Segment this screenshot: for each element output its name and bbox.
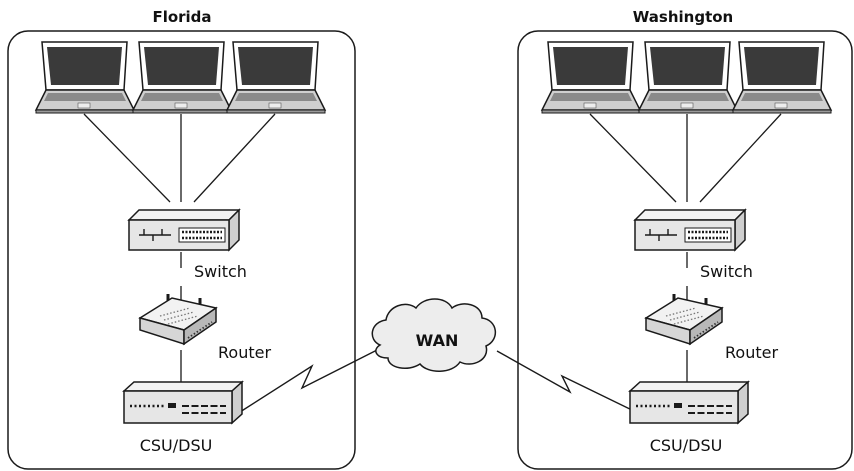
switch-icon <box>127 208 241 252</box>
laptop-icon <box>35 41 135 114</box>
switch-label-washington: Switch <box>700 262 753 281</box>
lightning-link-icon <box>239 347 382 413</box>
site-boundary-florida <box>7 30 356 470</box>
site-boundary-washington <box>517 30 853 470</box>
csu-dsu-label-florida: CSU/DSU <box>140 436 213 455</box>
site-title-washington: Washington <box>633 8 733 26</box>
cloud-icon <box>371 298 496 372</box>
laptop-icon <box>226 41 326 114</box>
router-icon <box>138 292 218 346</box>
switch-label-florida: Switch <box>194 262 247 281</box>
washington-links <box>589 113 782 382</box>
florida-links <box>83 113 276 382</box>
router-label-washington: Router <box>725 343 778 362</box>
lightning-link-icon <box>496 350 637 413</box>
wan-label: WAN <box>416 331 459 350</box>
router-icon <box>644 292 724 346</box>
csu-dsu-icon <box>628 380 750 425</box>
laptop-icon <box>541 41 641 114</box>
csu-dsu-icon <box>122 380 244 425</box>
csu-dsu-label-washington: CSU/DSU <box>650 436 723 455</box>
laptop-icon <box>132 41 232 114</box>
site-title-florida: Florida <box>152 8 211 26</box>
laptop-icon <box>732 41 832 114</box>
router-label-florida: Router <box>218 343 271 362</box>
laptop-icon <box>638 41 738 114</box>
switch-icon <box>633 208 747 252</box>
